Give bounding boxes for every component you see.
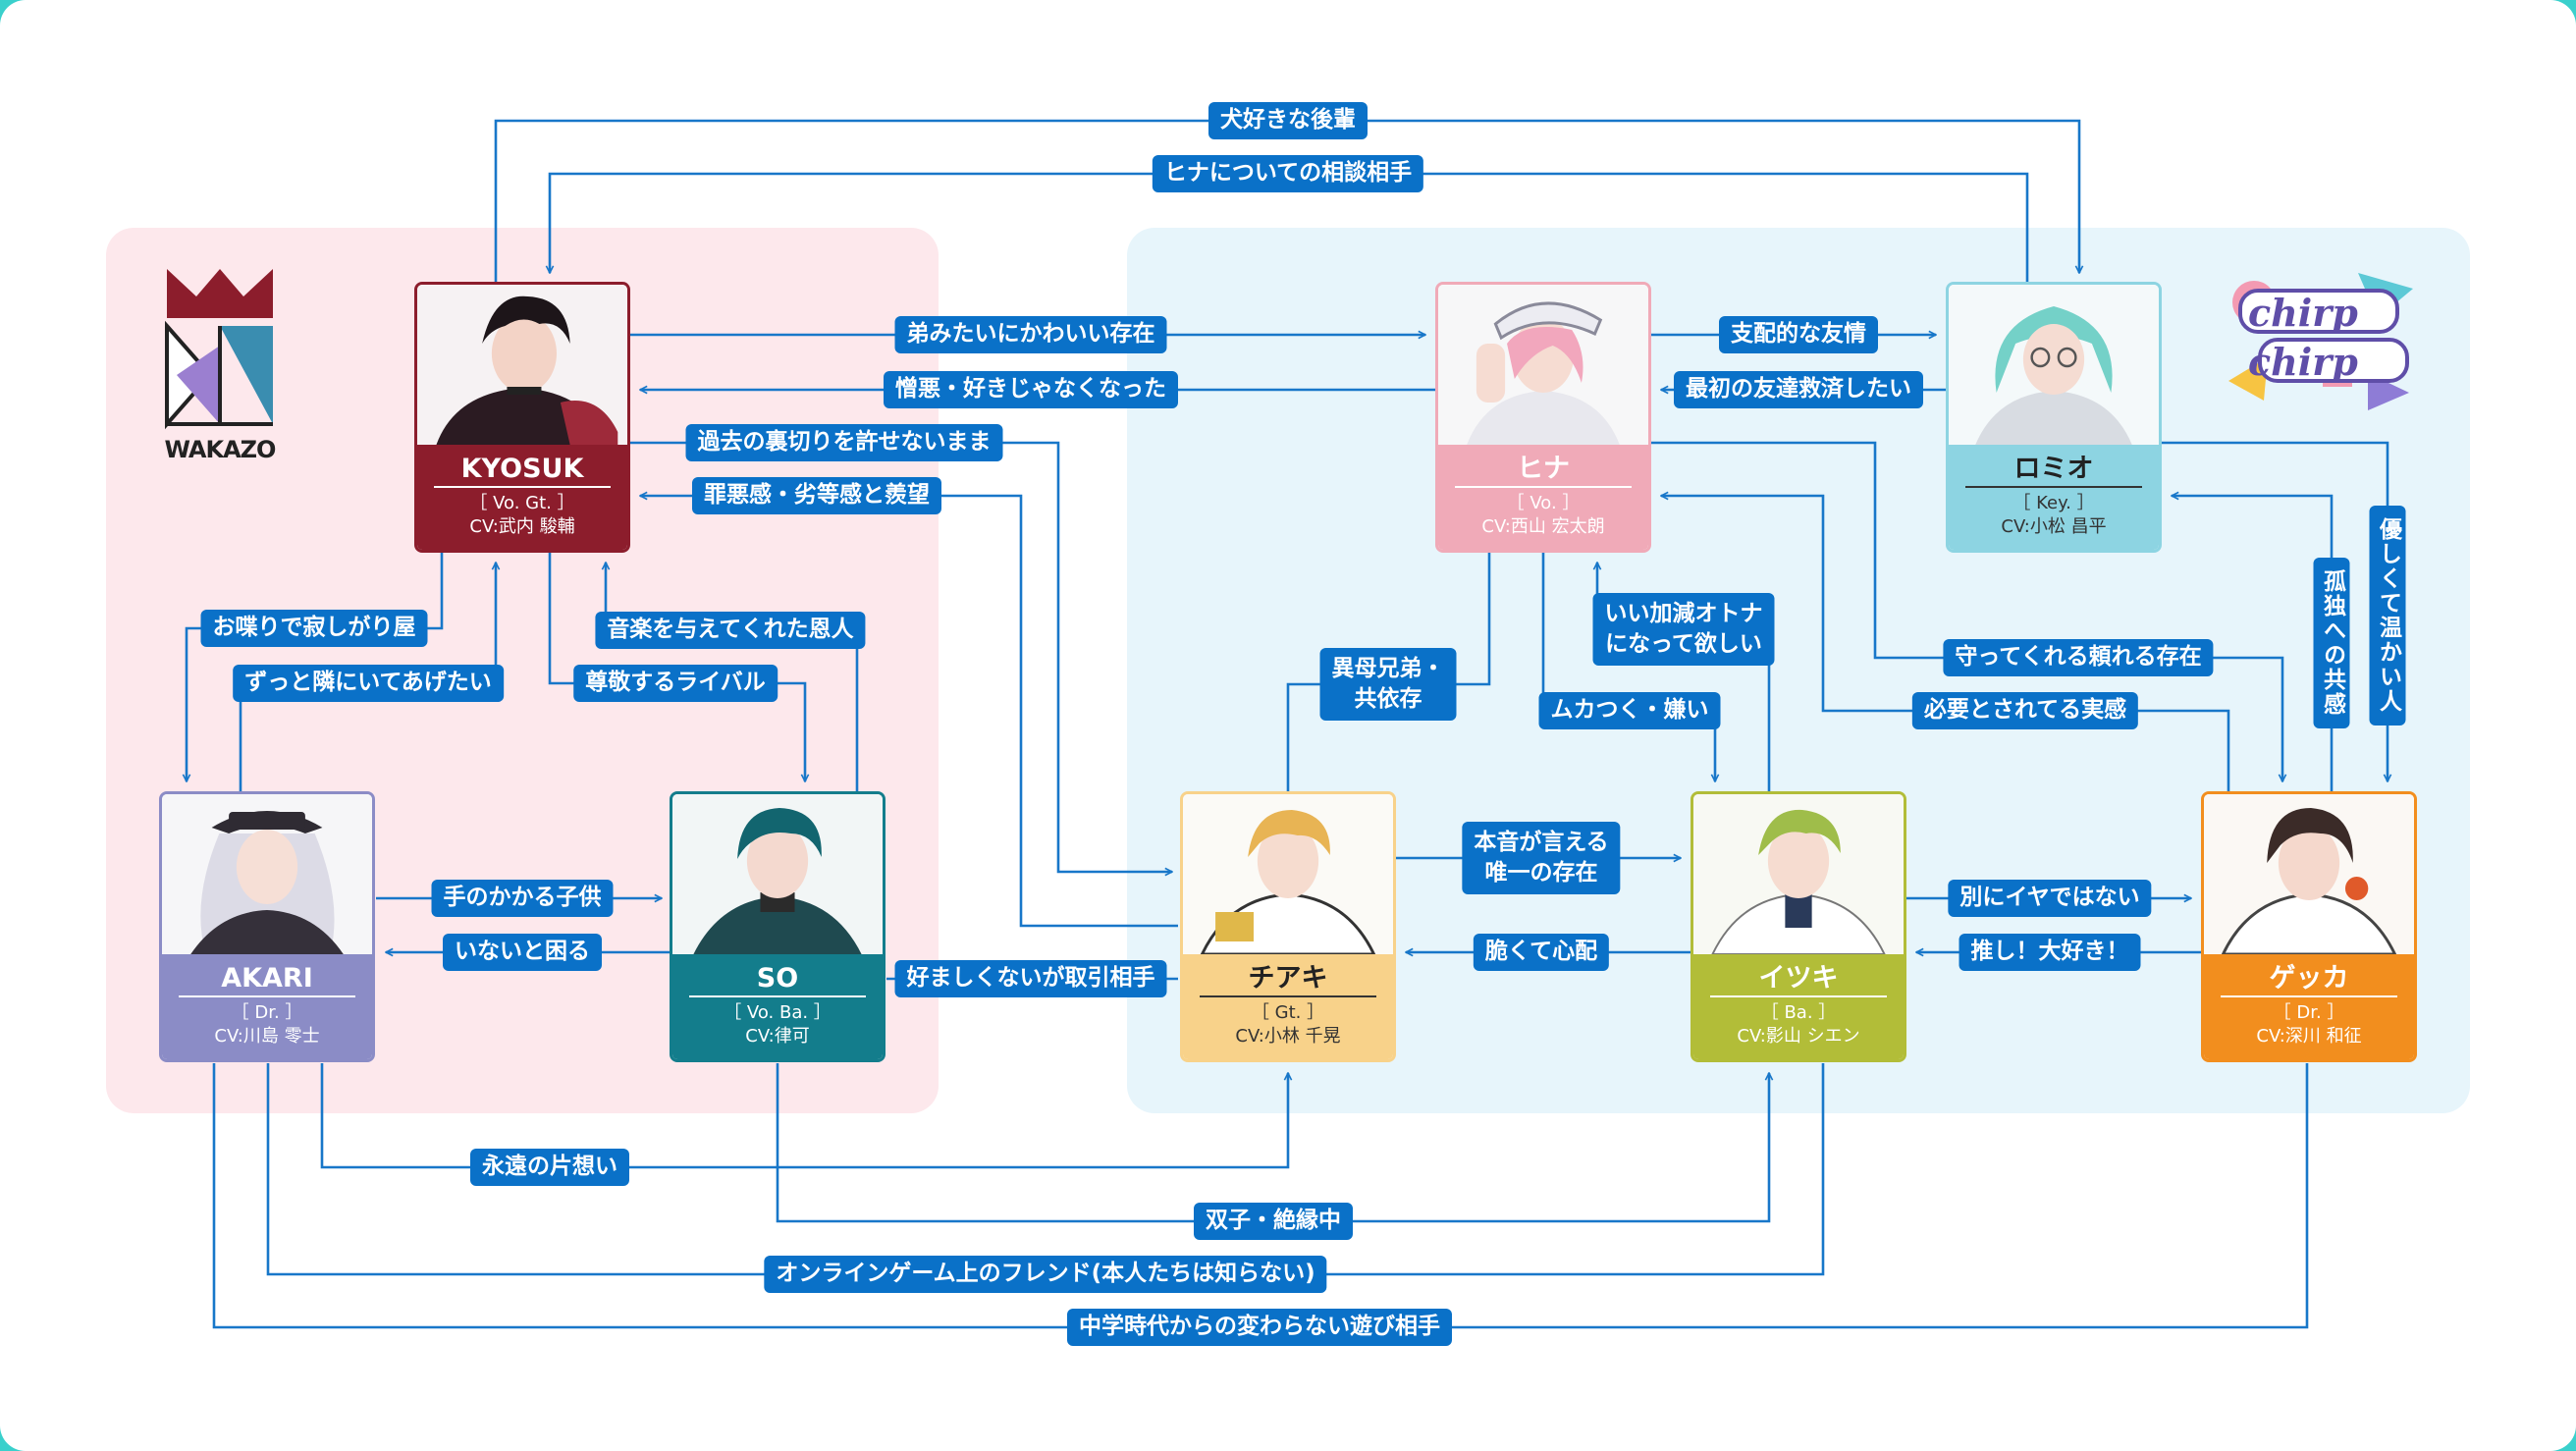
itsuki-name: イツキ: [1758, 963, 1839, 994]
label-kodoku: 孤独への共感: [2313, 558, 2350, 728]
label-online: オンラインゲーム上のフレンド(本人たちは知らない): [764, 1256, 1327, 1293]
gekka-portrait-icon: [2204, 794, 2414, 954]
label-ongaku: 音楽を与えてくれた恩人: [595, 612, 866, 649]
chiaki-role: ［ Gt. ］: [1251, 1002, 1325, 1023]
so-portrait-icon: [672, 794, 883, 954]
itsuki-portrait-icon: [1693, 794, 1904, 954]
chiaki-name: チアキ: [1248, 963, 1328, 994]
hina-cv: CV:西山 宏太朗: [1481, 516, 1605, 537]
label-honne: 本音が言える 唯一の存在: [1462, 821, 1621, 895]
kyosuk-name: KYOSUK: [460, 454, 584, 484]
label-moroku: 脆くて心配: [1473, 934, 1610, 971]
akari-role: ［ Dr. ］: [231, 1002, 303, 1023]
label-tenokakaru: 手のかかる子供: [431, 880, 614, 917]
romio-role: ［ Key. ］: [2012, 493, 2095, 513]
itsuki-cv: CV:影山 シエン: [1737, 1026, 1860, 1047]
hina-name: ヒナ: [1517, 454, 1570, 484]
line-yasashiku: [2162, 441, 2388, 781]
card-so[interactable]: SO ［ Vo. Ba. ］ CV:律可: [670, 791, 886, 1062]
so-role: ［ Vo. Ba. ］: [724, 1002, 832, 1023]
romio-portrait-icon: [1949, 285, 2159, 445]
label-mukatsuku: ムカつく・嫌い: [1538, 692, 1721, 729]
kyosuk-role: ［ Vo. Gt. ］: [469, 493, 575, 513]
kyosuk-portrait-icon: [417, 285, 627, 445]
line-mamotte: [1651, 441, 2282, 781]
label-hitsuyou: 必要とされてる実感: [1911, 692, 2139, 729]
card-chiaki[interactable]: チアキ ［ Gt. ］ CV:小林 千晃: [1180, 791, 1396, 1062]
wakazo-emblem-icon: [165, 269, 273, 430]
chirp-chirp-logo: chirp chirp: [2221, 263, 2417, 420]
label-chugaku: 中学時代からの変わらない遊び相手: [1067, 1309, 1452, 1346]
line-inu-kouhai: [494, 119, 2079, 283]
chiaki-portrait-icon: [1183, 794, 1393, 954]
kyosuk-cv: CV:武内 駿輔: [469, 516, 575, 537]
label-mamotte: 守ってくれる頼れる存在: [1943, 639, 2214, 676]
akari-name: AKARI: [221, 963, 313, 994]
label-zouo: 憎悪・好きじゃなくなった: [884, 371, 1178, 408]
wakazo-logo-text: WAKAZO: [164, 436, 277, 463]
label-zaiaku: 罪悪感・劣等感と羨望: [692, 477, 941, 514]
akari-portrait-icon: [162, 794, 372, 954]
label-oshi: 推し！大好き！: [1959, 934, 2141, 971]
gekka-cv: CV:深川 和征: [2256, 1026, 2362, 1047]
label-futago: 双子・絶縁中: [1194, 1203, 1353, 1240]
label-oshaberi: お喋りで寂しがり屋: [200, 610, 428, 647]
label-inu-kouhai: 犬好きな後輩: [1208, 102, 1368, 139]
label-iboke: 異母兄弟・ 共依存: [1319, 647, 1457, 722]
romio-name: ロミオ: [2013, 454, 2094, 484]
line-hitsuyou: [1661, 496, 2230, 791]
chirp-chirp-emblem-icon: [2228, 273, 2413, 410]
label-shihai: 支配的な友情: [1719, 316, 1878, 353]
label-sonkei: 尊敬するライバル: [573, 665, 778, 702]
card-kyosuk[interactable]: KYOSUK ［ Vo. Gt. ］ CV:武内 駿輔: [414, 282, 630, 553]
so-name: SO: [756, 963, 799, 994]
label-hina-soudan: ヒナについての相談相手: [1152, 155, 1424, 192]
line-eien: [320, 1063, 1288, 1169]
label-zutto: ずっと隣にいてあげたい: [233, 665, 504, 702]
label-inaito: いないと困る: [443, 934, 602, 971]
card-hina[interactable]: ヒナ ［ Vo. ］ CV:西山 宏太朗: [1435, 282, 1651, 553]
romio-cv: CV:小松 昌平: [2001, 516, 2107, 537]
label-yasashiku: 優しくて温かい人: [2369, 506, 2406, 726]
so-cv: CV:律可: [745, 1026, 810, 1047]
chiaki-cv: CV:小林 千晃: [1235, 1026, 1341, 1047]
hina-portrait-icon: [1438, 285, 1648, 445]
label-iikagen: いい加減オトナ になって欲しい: [1592, 592, 1775, 667]
chirp-chirp-logo-text: chirp chirp: [2248, 291, 2358, 384]
label-betsuni: 別にイヤではない: [1948, 880, 2152, 917]
card-romio[interactable]: ロミオ ［ Key. ］ CV:小松 昌平: [1946, 282, 2162, 553]
label-uragiri: 過去の裏切りを許せないまま: [685, 424, 1003, 461]
wakazo-logo: WAKAZO: [157, 257, 283, 463]
card-itsuki[interactable]: イツキ ［ Ba. ］ CV:影山 シエン: [1690, 791, 1906, 1062]
akari-cv: CV:川島 零士: [214, 1026, 320, 1047]
card-akari[interactable]: AKARI ［ Dr. ］ CV:川島 零士: [159, 791, 375, 1062]
gekka-role: ［ Dr. ］: [2273, 1002, 2345, 1023]
card-gekka[interactable]: ゲッカ ［ Dr. ］ CV:深川 和征: [2201, 791, 2417, 1062]
line-futago: [776, 1063, 1769, 1223]
label-saisho: 最初の友達救済したい: [1674, 371, 1923, 408]
hina-role: ［ Vo. ］: [1506, 493, 1581, 513]
gekka-name: ゲッカ: [2269, 963, 2349, 994]
label-eien: 永遠の片想い: [470, 1149, 629, 1186]
label-otouto: 弟みたいにかわいい存在: [894, 316, 1167, 353]
line-mukatsuku: [1541, 553, 1715, 781]
label-konomashiku: 好ましくないが取引相手: [894, 960, 1167, 997]
itsuki-role: ［ Ba. ］: [1760, 1002, 1837, 1023]
